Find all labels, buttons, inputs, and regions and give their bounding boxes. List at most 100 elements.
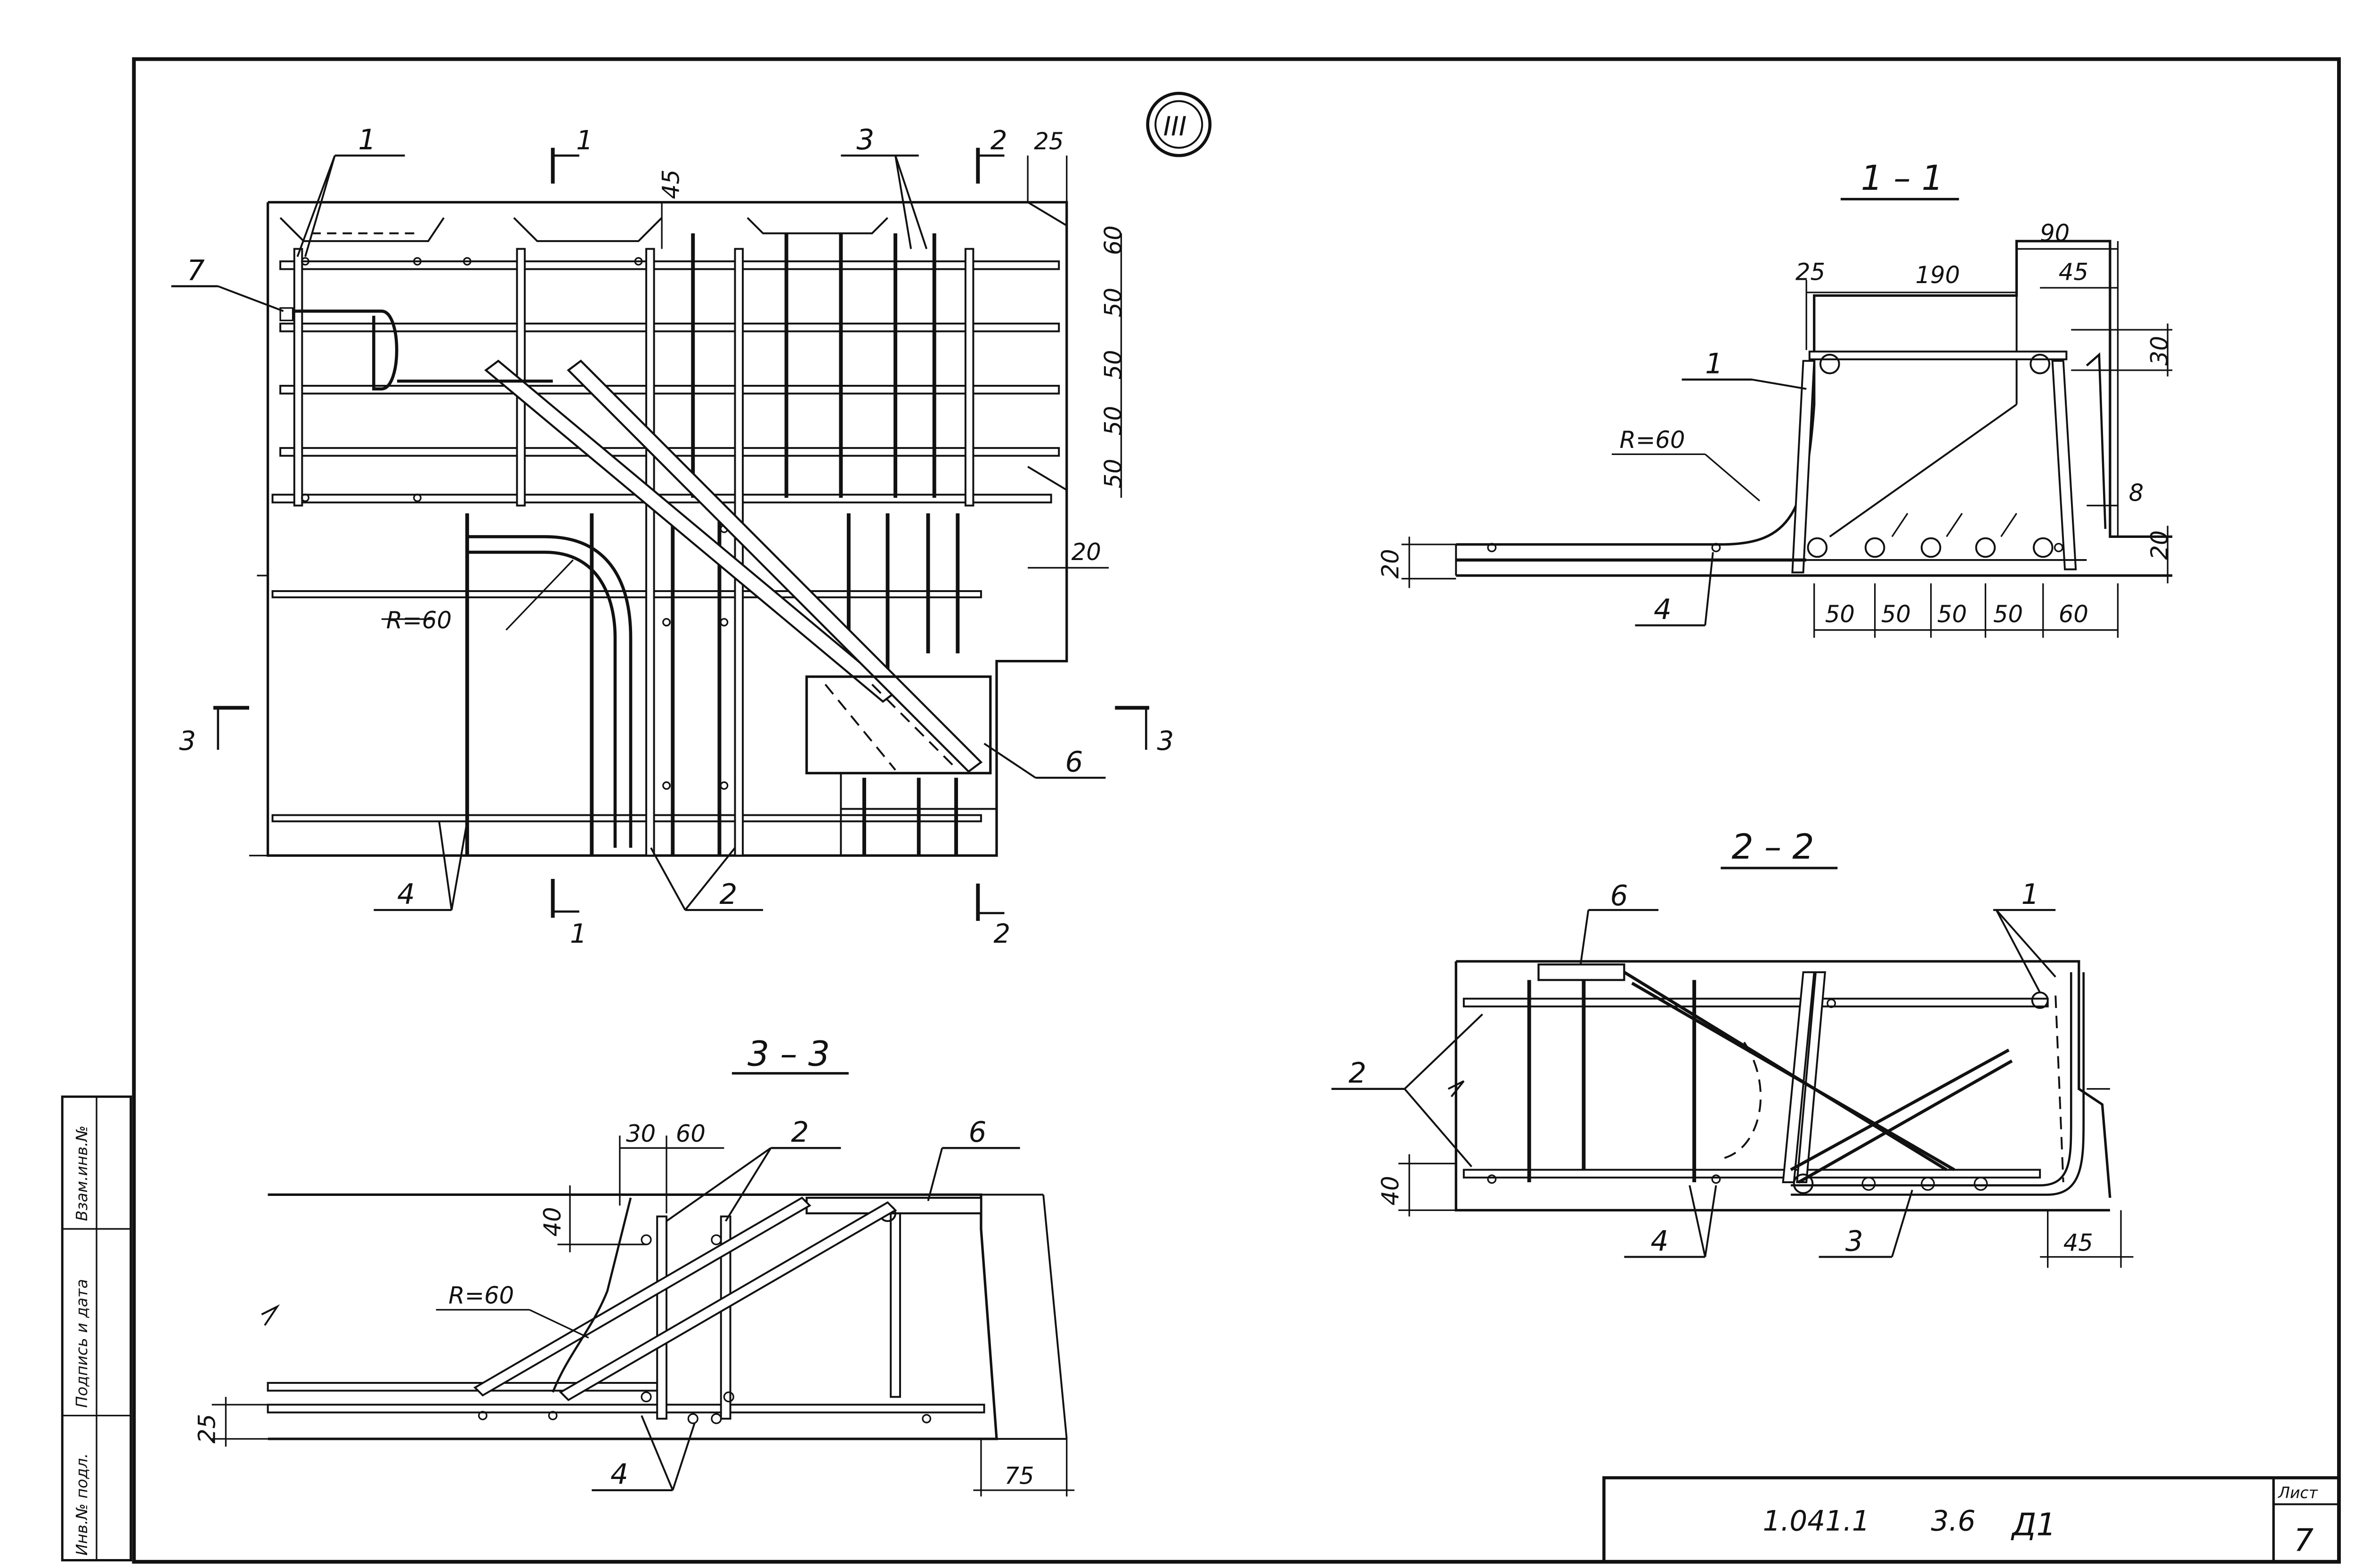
cut-3-right-label: 3 [1157,726,1174,756]
section-1-1-dims: 25 190 90 45 30 8 20 20 50 50 50 [1377,219,2173,638]
leader-plan-1: 1 [296,124,405,257]
leader-s22-1: 1 [1993,878,2056,993]
leader-s33-4-label: 4 [610,1459,628,1491]
section-1-1: 1 – 1 [1377,159,2173,638]
s33-radius: R=60 [448,1282,514,1309]
s11-dim-50d: 50 [1993,601,2023,628]
cut-1-top: 1 [551,125,593,184]
loop-item-7 [285,309,398,390]
leader-plan-2-label: 2 [719,878,737,911]
plan-bar-dots [301,257,729,790]
section-2-2-title: 2 – 2 [1731,828,1814,867]
leader-s22-6: 6 [1579,880,1659,965]
cut-2-bottom: 2 [976,883,1010,949]
cut-2-bottom-label: 2 [993,918,1010,949]
s11-dim-50b: 50 [1881,601,1911,628]
s33-dim-40: 40 [539,1207,566,1237]
s33-dim-75: 75 [1004,1462,1034,1490]
leader-s33-2-label: 2 [791,1116,809,1149]
s33-dim-30: 30 [626,1120,656,1147]
plan-dim-20: 20 [1072,538,1101,566]
cut-3-left: 3 [179,706,249,756]
margin-stamp: Инв.№ подл. Подпись и дата Взам.инв.№ [61,1095,132,1561]
doc-mark: Д1 [2011,1507,2056,1543]
detail-mark-label: III [1163,111,1187,142]
leader-s22-6-label: 6 [1610,880,1628,912]
bent-bar-r60 [467,535,633,848]
s11-radius: R=60 [1619,426,1685,454]
plan-dimensions: 25 45 60 50 50 50 50 20 R=60 [382,128,1127,634]
section-3-3-title: 3 – 3 [747,1034,830,1074]
leader-s33-4: 4 [592,1415,696,1492]
leader-s22-2: 2 [1331,1013,1483,1168]
section-3-3-dims: 30 60 40 25 75 [193,1120,1075,1497]
plan-radius: R=60 [386,607,452,634]
leader-s22-3: 3 [1819,1189,1913,1258]
plan-dim-45: 45 [657,170,684,199]
s33-dim-25: 25 [193,1414,220,1444]
plan-dim-60: 60 [1099,226,1127,255]
cut-3-left-label: 3 [179,726,196,756]
leader-s11-4-label: 4 [1654,593,1672,626]
plan-vertical-bars [293,233,974,857]
sheet-number: 7 [2294,1522,2314,1559]
sheet-label: Лист [2278,1483,2319,1502]
s11-dim-20-right: 20 [2146,530,2173,560]
plate-item-6 [805,675,997,856]
leader-s22-4: 4 [1624,1185,1717,1258]
detail-mark-iii: III [1146,91,1212,157]
leader-s33-6: 6 [927,1116,1020,1202]
s11-dim-90: 90 [2040,219,2070,247]
leader-s22-3-label: 3 [1845,1225,1863,1258]
leader-plan-3-label: 3 [856,124,874,156]
plan-dim-50a: 50 [1099,288,1127,317]
sheet-frame [132,57,2341,1564]
margin-label-inv: Инв.№ подл. [73,1453,91,1555]
section-2-2: 2 – 2 [1331,828,2134,1268]
s11-dim-45: 45 [2059,258,2088,285]
s11-dim-8: 8 [2129,479,2144,506]
s22-dim-40: 40 [1377,1176,1404,1205]
leader-s22-1-label: 1 [2021,878,2039,911]
doc-issue: 3.6 [1931,1505,1976,1538]
margin-label-replace: Взам.инв.№ [73,1125,91,1221]
s11-dim-50c: 50 [1937,601,1967,628]
cut-1-top-label: 1 [576,125,593,156]
section-2-2-dims: 40 45 [1377,1154,2134,1268]
plan-dim-50d: 50 [1099,459,1127,488]
section-1-1-title: 1 – 1 [1861,159,1943,198]
s11-dim-60: 60 [2059,601,2088,628]
leader-s22-2-label: 2 [1348,1057,1366,1090]
leader-s11-4: 4 [1635,552,1714,626]
title-block: Лист 7 1.041.1 3.6 Д1 [1602,1476,2341,1564]
plan-dim-50b: 50 [1099,350,1127,380]
plan-diagonal-bars [397,359,983,773]
leader-s11-1: 1 [1681,348,1807,390]
leader-plan-7-label: 7 [187,254,205,287]
doc-code: 1.041.1 [1763,1505,1870,1538]
plan-view: III [171,91,1212,949]
leader-plan-4-label: 4 [397,878,415,911]
leader-plan-6: 6 [983,742,1106,779]
plan-dim-25: 25 [1034,128,1064,155]
s22-dim-45: 45 [2063,1229,2093,1256]
leader-plan-6-label: 6 [1065,746,1083,779]
leader-plan-1-label: 1 [358,124,376,156]
cut-1-bottom-label: 1 [570,918,587,949]
leader-plan-3: 3 [841,124,928,250]
s11-dim-20-left: 20 [1377,549,1404,579]
s11-dim-25: 25 [1795,258,1825,285]
s11-dim-50a: 50 [1825,601,1855,628]
plan-horizontal-bars [271,260,1060,822]
cut-2-top: 2 [976,125,1007,184]
s11-dim-30: 30 [2146,336,2173,366]
leader-s22-4-label: 4 [1651,1225,1669,1258]
s33-dim-60: 60 [676,1120,706,1147]
margin-label-sign: Подпись и дата [73,1279,91,1407]
plan-dim-50c: 50 [1099,406,1127,436]
s11-dim-190: 190 [1916,261,1960,289]
leader-plan-4: 4 [374,821,468,911]
cut-3-right: 3 [1115,706,1174,756]
leader-s33-6-label: 6 [968,1116,986,1149]
